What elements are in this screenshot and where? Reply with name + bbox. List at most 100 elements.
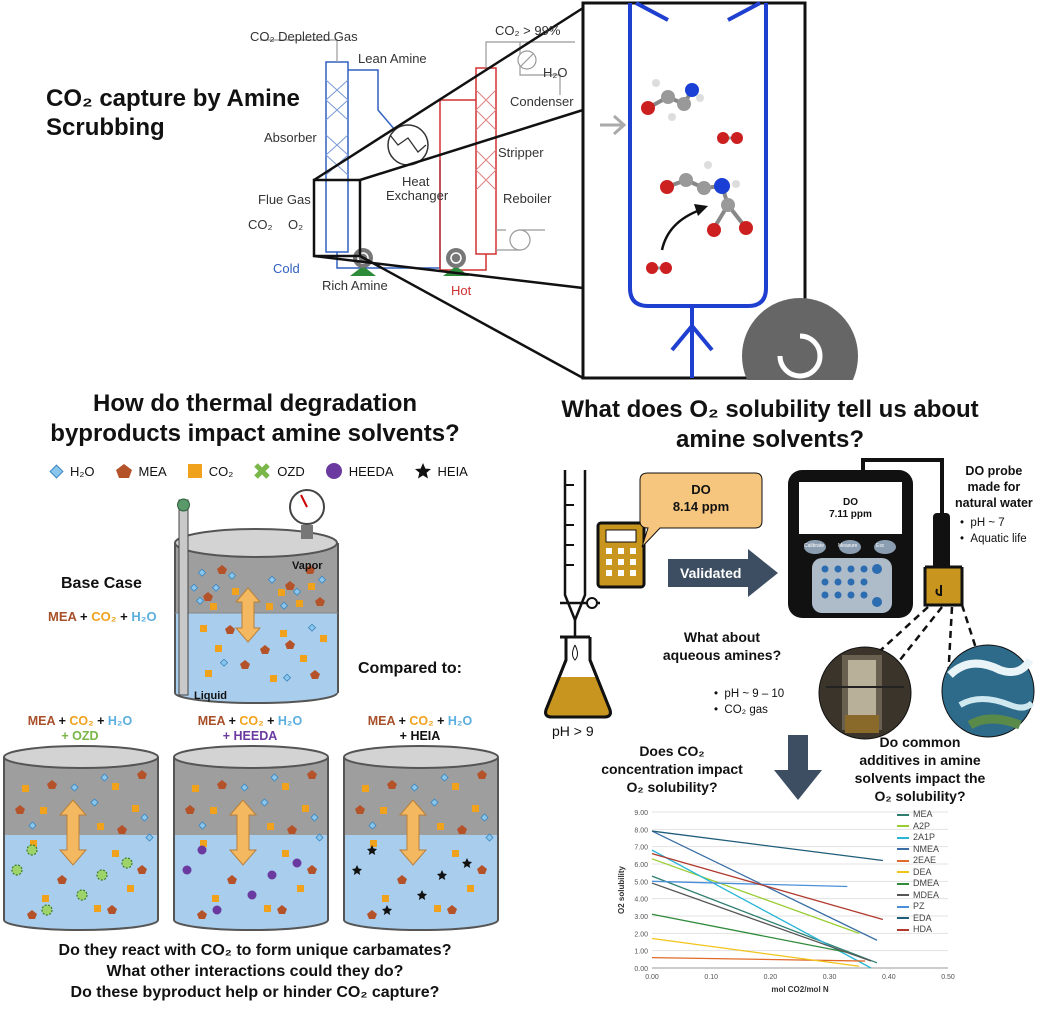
legend-entry-2a1p: 2A1P <box>897 832 939 844</box>
probe-bullets: • pH ~ 7 • Aquatic life <box>960 515 1027 547</box>
left-heading-line-2: byproducts impact amine solvents? <box>50 420 460 447</box>
h2o-particle <box>270 773 279 782</box>
y-tick-label: 7.00 <box>634 845 648 852</box>
base-case-mix: MEA + CO₂ + H₂O <box>48 609 157 624</box>
label-hot: Hot <box>451 283 472 298</box>
mix-co2: CO₂ <box>69 714 94 728</box>
co2-particle <box>112 783 119 790</box>
legend-entry-mea: MEA <box>897 809 939 821</box>
legend-swatch <box>897 917 909 920</box>
mix-mea: MEA <box>27 714 56 728</box>
x-tick-label: 0.00 <box>645 974 659 981</box>
do-meter-icon <box>788 458 944 618</box>
square-icon <box>187 464 202 478</box>
legend-entry-label: MDEA <box>913 889 940 900</box>
y-tick-label: 5.00 <box>634 879 648 886</box>
additive-q-line-1: Do common <box>879 734 961 750</box>
h2o-particle <box>28 821 37 830</box>
legend-heeda: HEEDA <box>325 462 394 480</box>
legend-entry-label: 2A1P <box>913 832 936 842</box>
x-tick-label: 0.10 <box>704 974 718 981</box>
zoom-column <box>628 1 768 378</box>
title-line-2: Scrubbing <box>46 114 165 141</box>
mix-heia-label: MEA + CO₂ + H₂O + HEIA <box>340 714 500 744</box>
mea-particle <box>27 910 37 919</box>
legend-entry-eda: EDA <box>897 913 939 925</box>
mix-plus: + <box>395 714 410 728</box>
legend-entry-label: DMEA <box>913 878 940 888</box>
ozd-particle <box>76 889 88 901</box>
legend-swatch <box>897 825 909 828</box>
legend-entry-a2p: A2P <box>897 821 939 833</box>
co2-particle <box>437 823 444 830</box>
label-reboiler: Reboiler <box>503 191 552 206</box>
x-tick-label: 0.20 <box>764 974 778 981</box>
additive-question: Do common additives in amine solvents im… <box>830 733 1010 805</box>
mix-plus: + <box>263 714 278 728</box>
page-title: CO₂ capture by Amine Scrubbing <box>46 84 300 142</box>
legend-swatch <box>897 894 909 897</box>
mix-extra-heeda: + HEEDA <box>222 729 278 743</box>
label-co2-99: CO₂ > 99% <box>495 23 561 38</box>
do-bubble-label: DO <box>691 482 711 497</box>
mea-particle <box>185 805 195 814</box>
probe-description: DO probe made for natural water <box>955 463 1033 511</box>
legend-label: CO₂ <box>208 463 234 479</box>
series-line-mea <box>651 875 878 964</box>
h2o-particle <box>430 798 439 807</box>
co2-particle <box>94 905 101 912</box>
mix-co2: CO₂ <box>409 714 434 728</box>
mea-particle <box>355 805 365 814</box>
lean-amine-line <box>348 69 396 131</box>
h2o-particle <box>410 783 419 792</box>
tank-liquid <box>4 835 158 920</box>
additive-q-line-4: O₂ solubility? <box>874 788 966 804</box>
mea-particle <box>477 770 487 779</box>
gas-out-arrow <box>260 39 338 62</box>
exchange-arrow-icon <box>234 587 262 643</box>
series-line-eda <box>651 830 883 862</box>
co2-particle <box>112 850 119 857</box>
stripper-column <box>475 67 497 255</box>
meter-screen-value: 7.11 ppm <box>829 509 872 520</box>
tank-vapor <box>174 757 328 835</box>
co2-particle <box>380 807 387 814</box>
legend-swatch <box>897 905 909 908</box>
co2-particle <box>40 807 47 814</box>
pentagon-icon <box>115 464 132 478</box>
mea-particle <box>227 875 237 884</box>
co2-particle <box>192 785 199 792</box>
co2-particle <box>132 805 139 812</box>
mix-plus: + <box>116 609 132 624</box>
probe-line-2: made for <box>967 480 1021 494</box>
co2-particle <box>282 850 289 857</box>
zoom-lines <box>313 6 584 380</box>
legend-swatch <box>897 871 909 874</box>
do-bubble-value: 8.14 ppm <box>672 499 730 514</box>
molecule-o2-bottom <box>646 262 672 274</box>
label-rich-amine: Rich Amine <box>322 278 388 293</box>
co2-particle <box>472 805 479 812</box>
mea-particle <box>217 780 227 789</box>
probe-line-3: natural water <box>955 496 1033 510</box>
co2-q-line-1: Does CO₂ <box>639 743 705 759</box>
exchange-arrow-icon <box>228 799 258 866</box>
legend-label: OZD <box>277 463 305 479</box>
heia-particle <box>382 905 392 915</box>
h2o-particle <box>315 833 324 842</box>
top-section: CO₂ capture by Amine Scrubbing <box>0 0 1049 380</box>
molecule-carbamate <box>660 161 753 237</box>
circle-icon <box>325 463 342 479</box>
y-tick-label: 1.00 <box>634 949 648 956</box>
species-legend: H₂O MEA CO₂ OZD HEEDA HEIA <box>48 462 482 480</box>
label-exchanger: Exchanger <box>386 188 449 203</box>
mea-particle <box>307 865 317 874</box>
heia-particle <box>367 845 377 855</box>
tank-wall <box>173 757 329 920</box>
h2o-particle <box>480 813 489 822</box>
legend-swatch <box>897 928 909 931</box>
mix-ozd-label: MEA + CO₂ + H₂O + OZD <box>0 714 160 744</box>
probe-bullet: • Aquatic life <box>960 533 1027 545</box>
meter-button-measure: Measure <box>838 543 858 549</box>
